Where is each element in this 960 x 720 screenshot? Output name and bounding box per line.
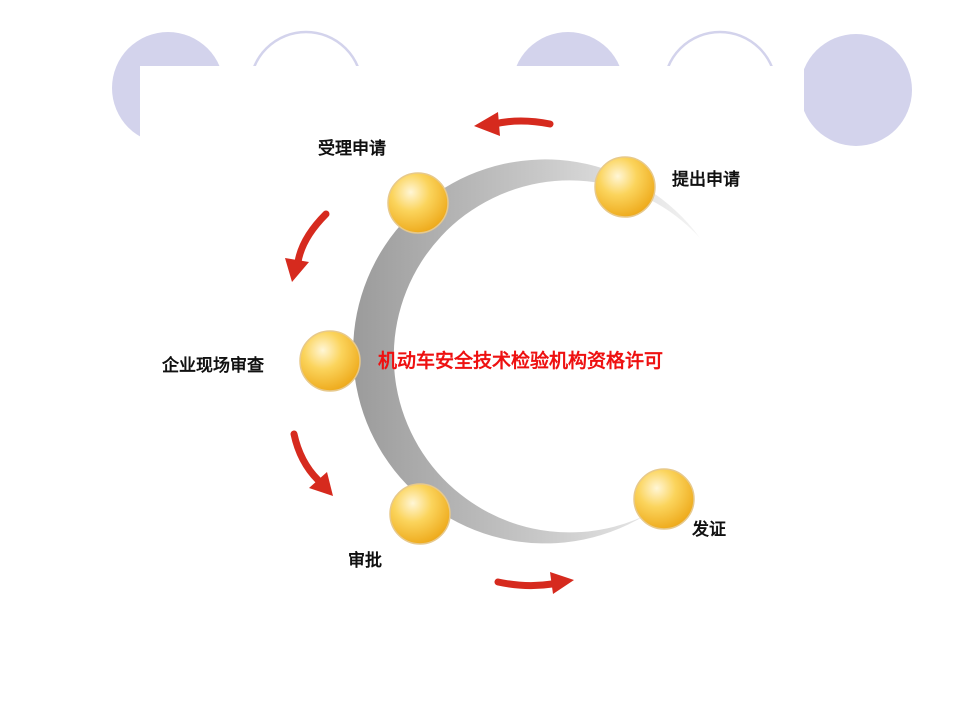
curved-arrow-icon: [285, 210, 330, 282]
center-title: 机动车安全技术检验机构资格许可: [378, 350, 664, 372]
curved-arrow-icon: [474, 112, 554, 136]
node-accept-application: [387, 172, 449, 234]
step-label-submit: 提出申请: [672, 170, 740, 190]
curved-arrow-icon: [494, 572, 574, 594]
curved-arrow-icon: [290, 430, 333, 496]
orb-icon: [633, 468, 695, 530]
orb-icon: [389, 483, 451, 545]
orb-icon: [299, 330, 361, 392]
node-issue-certificate: [633, 468, 695, 530]
node-submit-application: [594, 156, 656, 218]
orb-icon: [387, 172, 449, 234]
header-mask: [140, 66, 804, 150]
step-label-issue: 发证: [692, 520, 726, 540]
orb-icon: [594, 156, 656, 218]
step-label-approval: 审批: [348, 551, 382, 571]
step-label-onsite-review: 企业现场审查: [162, 356, 264, 376]
step-label-accept: 受理申请: [318, 139, 386, 159]
node-approval: [389, 483, 451, 545]
decor-circle-5: [800, 34, 912, 146]
node-onsite-review: [299, 330, 361, 392]
